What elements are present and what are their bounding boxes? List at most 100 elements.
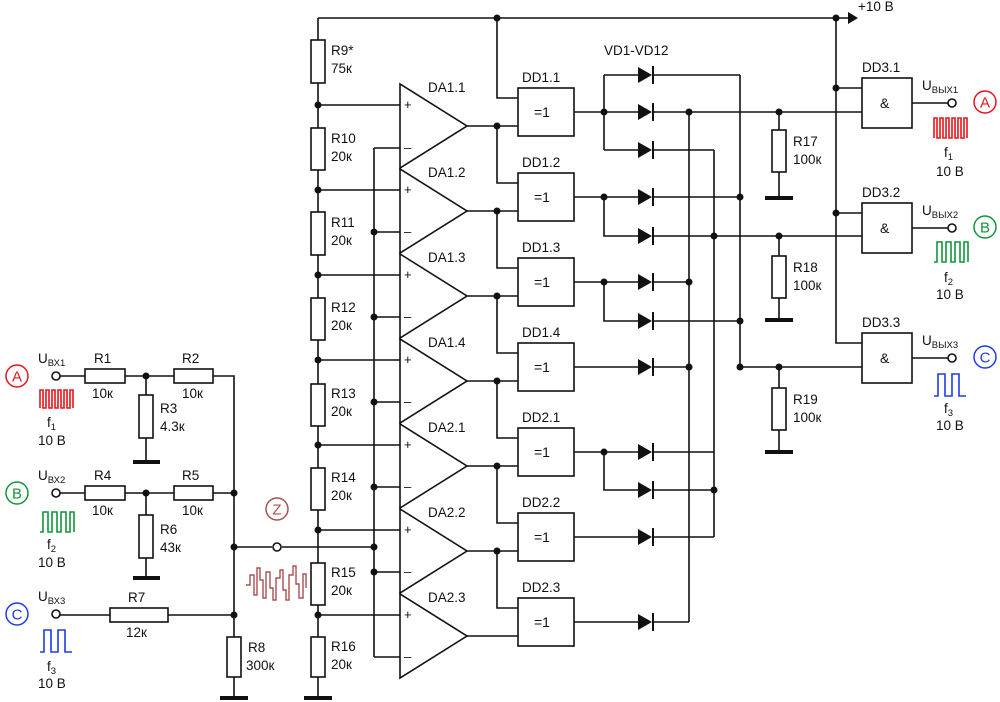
xor-gate-dd1-2 — [517, 172, 575, 222]
input-c-amp-label: 10 В — [38, 676, 66, 691]
junction-dd1-1-out — [600, 108, 608, 116]
input-a-waveform — [39, 389, 74, 409]
resistor-r6-ref: R6 — [160, 522, 177, 537]
output-c-f-label: f3 — [944, 401, 953, 419]
resistor-r8-value: 300к — [246, 658, 275, 673]
junction-bus-a-2 — [685, 278, 693, 286]
junction-and-supply-1 — [832, 84, 840, 92]
resistor-r18 — [771, 255, 787, 299]
junction-da2-2-out — [493, 547, 501, 555]
input-a-amp-label: 10 В — [38, 433, 66, 448]
resistor-r17-ref: R17 — [793, 134, 818, 149]
resistor-r13 — [310, 383, 326, 427]
diode-vd12 — [638, 613, 654, 631]
output-a-terminal — [947, 98, 957, 108]
xor-gate-dd1-1 — [517, 87, 575, 137]
input-a-f-label: f1 — [47, 415, 56, 433]
comparator-bank: + – DA1.1 + – DA1.2 + – DA1.3 + – DA1.4 … — [399, 80, 469, 680]
junction-bus-5 — [370, 483, 378, 491]
input-b-terminal — [51, 488, 61, 498]
opamp-da2-1-label: DA2.1 — [428, 420, 466, 435]
output-stage: R17 100к R18 100к R19 100к & DD3.1 & DD3… — [689, 18, 997, 454]
resistor-r10-value: 20к — [331, 149, 352, 164]
diode-vd3 — [638, 141, 654, 159]
junction-tap-1 — [314, 101, 322, 109]
resistor-r4-value: 10к — [92, 503, 113, 518]
output-b-waveform — [934, 241, 969, 263]
xor-gate-dd2-2-ref: DD2.2 — [522, 495, 560, 510]
diode-vd10 — [638, 481, 654, 499]
divider-taps — [318, 104, 400, 616]
xor-gate-dd2-3-symbol: =1 — [534, 614, 550, 630]
junction-tap-3 — [314, 271, 322, 279]
resistor-r7 — [109, 607, 169, 623]
resistor-r19-ref: R19 — [793, 392, 818, 407]
xor-gate-dd1-2-symbol: =1 — [534, 189, 550, 205]
junction-dd2-1-out — [600, 448, 608, 456]
output-c-u-label: UВЫХ3 — [922, 333, 958, 351]
resistor-r1-ref: R1 — [94, 351, 111, 366]
opamp-da1-1 — [399, 82, 469, 170]
opamp-da1-1-plus: + — [404, 97, 412, 112]
opamp-da2-1-minus: – — [404, 479, 412, 494]
junction-da1-1-out — [493, 122, 501, 130]
resistor-r11-value: 20к — [331, 233, 352, 248]
xor-gate-dd1-4-symbol: =1 — [534, 359, 550, 375]
input-c-badge-label: C — [12, 607, 23, 624]
resistor-r6 — [138, 514, 154, 559]
resistor-r8 — [226, 636, 242, 678]
opamp-da1-4-plus: + — [404, 352, 412, 367]
resistor-r11-ref: R11 — [331, 215, 355, 230]
and-gate-dd3-1 — [861, 77, 913, 129]
opamp-da1-4-label: DA1.4 — [428, 335, 466, 350]
input-b-badge — [5, 481, 29, 505]
resistor-r15 — [310, 562, 326, 606]
opamp-da2-3-label: DA2.3 — [428, 590, 466, 605]
input-a-terminal — [51, 371, 61, 381]
resistor-r2-ref: R2 — [182, 351, 199, 366]
resistor-r4-ref: R4 — [94, 468, 112, 483]
junction-tap-2 — [314, 186, 322, 194]
resistor-r8-ref: R8 — [248, 640, 265, 655]
opamp-da2-3-plus: + — [404, 607, 412, 622]
junction-r7-r8 — [230, 611, 238, 619]
opamp-da1-2 — [399, 167, 469, 255]
and-input-wires — [689, 18, 862, 368]
diode-vd9 — [638, 443, 654, 461]
diode-vd8 — [638, 358, 654, 376]
resistor-r3-ref: R3 — [160, 401, 177, 416]
junction-bus-c-2 — [736, 317, 744, 325]
opamp-da2-3 — [399, 592, 469, 680]
resistor-r14-ref: R14 — [331, 470, 356, 485]
opamp-da1-1-minus: – — [404, 140, 412, 155]
and-gate-dd3-1-symbol: & — [880, 95, 890, 111]
junction-and-supply-2 — [832, 209, 840, 217]
xor-gate-dd2-1-ref: DD2.1 — [522, 410, 560, 425]
output-b-u-label: UВЫХ2 — [922, 203, 958, 221]
input-a-badge — [5, 364, 29, 388]
opamp-da1-4-minus: – — [404, 394, 412, 409]
resistor-r1-value: 10к — [92, 386, 113, 401]
resistor-r5 — [173, 485, 214, 501]
opamp-da1-1-label: DA1.1 — [428, 80, 466, 95]
junction-da1-4-out — [493, 377, 501, 385]
input-c-u-label: UВХ3 — [38, 589, 65, 607]
xor-gate-bank: =1 DD1.1 =1 DD1.2 =1 DD1.3 =1 DD1.4 =1 D… — [517, 70, 575, 647]
diode-vd2 — [638, 103, 654, 121]
xor-gate-dd1-1-symbol: =1 — [534, 104, 550, 120]
output-c-terminal — [947, 353, 957, 363]
resistor-r15-value: 20к — [331, 583, 352, 598]
opamp-da1-3-label: DA1.3 — [428, 250, 466, 265]
diode-vd6 — [638, 273, 654, 291]
and-gate-dd3-1-ref: DD3.1 — [862, 60, 900, 75]
junction-tap-7 — [314, 611, 322, 619]
junction-da1-3-out — [493, 292, 501, 300]
resistor-r11 — [310, 211, 326, 256]
resistor-r3 — [138, 394, 154, 439]
and-gate-dd3-2-ref: DD3.2 — [862, 185, 900, 200]
resistor-r13-value: 20к — [331, 404, 352, 419]
opamp-da2-2-label: DA2.2 — [428, 505, 466, 520]
opamp-da2-2-minus: – — [404, 564, 412, 579]
resistor-r4 — [84, 485, 126, 501]
